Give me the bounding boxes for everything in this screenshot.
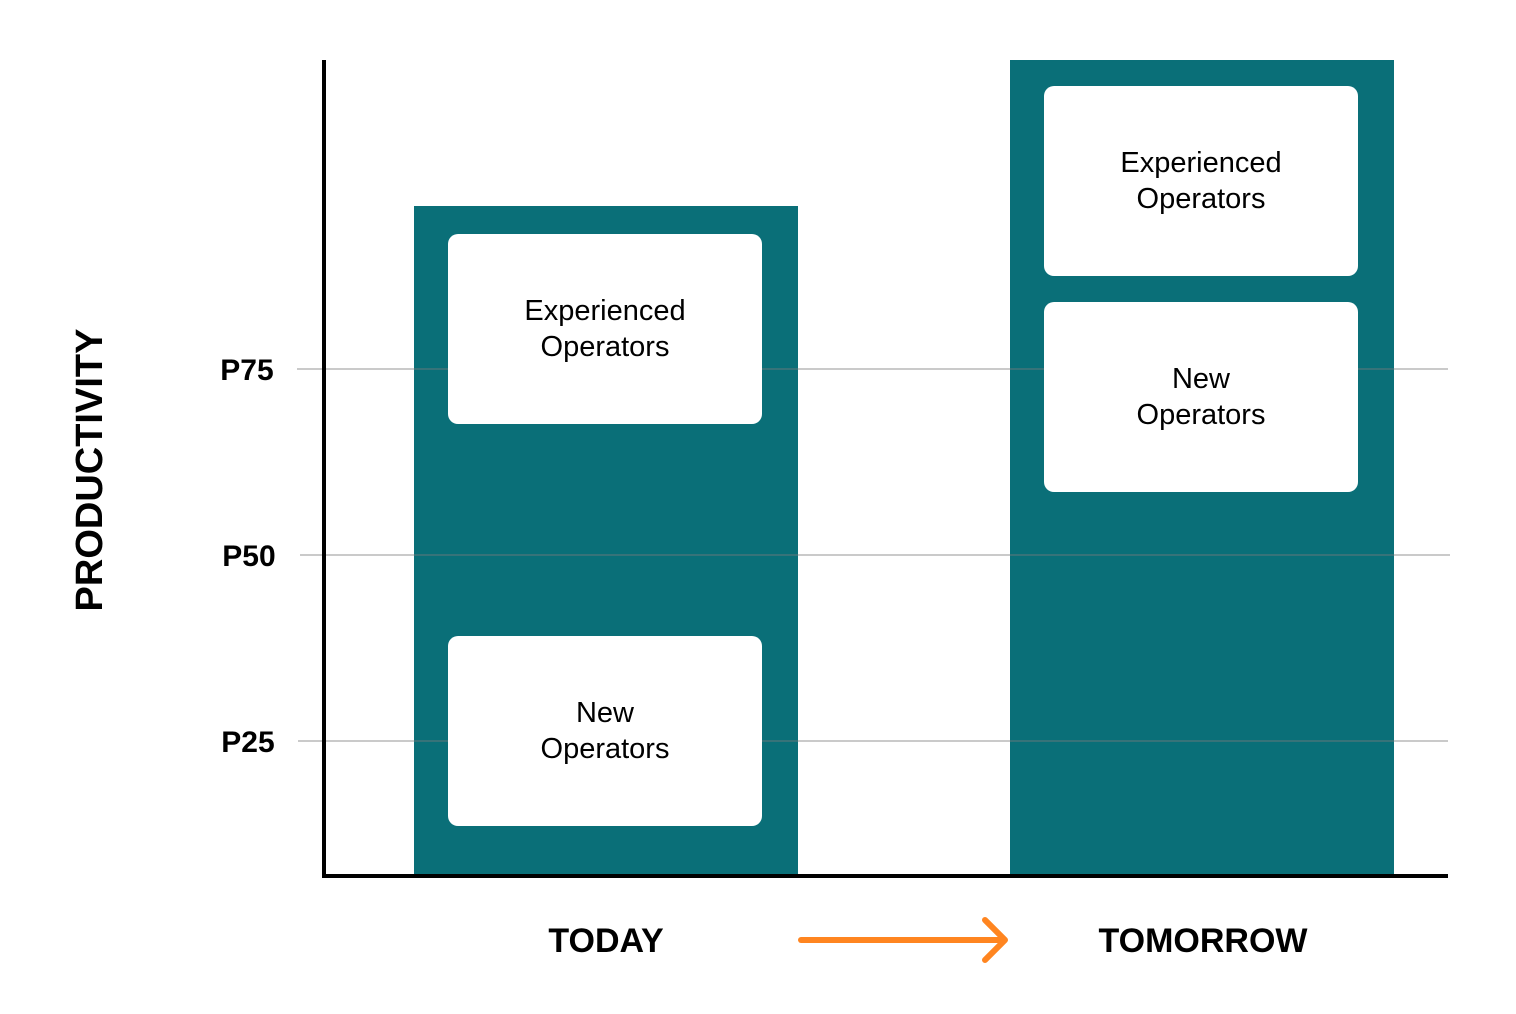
box-label-line1: New [1172, 363, 1231, 395]
box-tomorrow-experienced: Experienced Operators [1044, 86, 1358, 276]
tick-p50: P50 [222, 540, 275, 573]
box-today-new: New Operators [448, 636, 762, 826]
box-today-experienced: Experienced Operators [448, 234, 762, 424]
box-label-line1: New [576, 697, 635, 729]
box-label-line2: Operators [541, 733, 670, 765]
box-tomorrow-new: New Operators [1044, 302, 1358, 492]
category-tomorrow: TOMORROW [1098, 922, 1308, 960]
category-today: TODAY [548, 922, 664, 960]
box-label-line2: Operators [1137, 399, 1266, 431]
box-label-line1: Experienced [524, 295, 685, 327]
tick-p75: P75 [220, 354, 273, 387]
box-label-line2: Operators [541, 331, 670, 363]
tick-p25: P25 [221, 726, 274, 759]
arrow-right-icon [798, 917, 1008, 963]
box-label-line2: Operators [1137, 183, 1266, 215]
y-axis-label: PRODUCTIVITY [69, 329, 111, 612]
box-label-line1: Experienced [1120, 147, 1281, 179]
